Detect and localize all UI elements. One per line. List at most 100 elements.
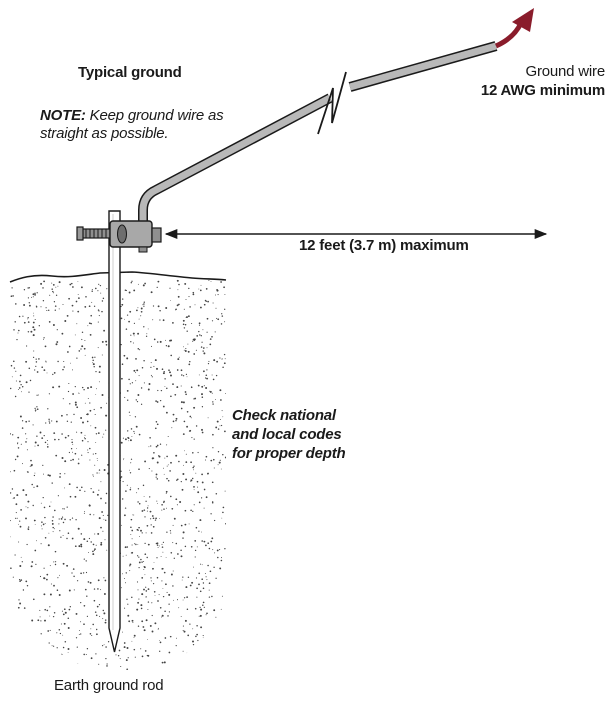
soil-speck — [38, 325, 40, 327]
soil-texture — [10, 279, 226, 670]
soil-speck — [91, 634, 93, 636]
soil-speck — [89, 447, 91, 450]
soil-speck — [78, 630, 80, 632]
soil-speck — [60, 536, 62, 538]
soil-speck — [161, 614, 164, 617]
soil-speck — [151, 515, 154, 517]
soil-speck — [26, 345, 28, 347]
soil-speck — [175, 645, 177, 647]
soil-speck — [14, 640, 16, 643]
soil-speck — [194, 549, 197, 552]
soil-speck — [143, 301, 146, 303]
soil-speck — [106, 402, 108, 404]
soil-speck — [124, 318, 125, 320]
soil-speck — [122, 498, 124, 500]
soil-speck — [98, 517, 101, 520]
soil-speck — [136, 555, 139, 557]
soil-speck — [208, 360, 210, 362]
soil-speck — [172, 322, 174, 324]
soil-speck — [61, 332, 64, 335]
soil-speck — [151, 470, 153, 472]
soil-speck — [106, 665, 108, 667]
soil-speck — [220, 399, 222, 401]
soil-speck — [103, 518, 105, 520]
soil-speck — [27, 526, 30, 528]
soil-speck — [22, 629, 24, 631]
soil-speck — [207, 564, 209, 567]
soil-speck — [68, 483, 71, 485]
soil-speck — [90, 386, 93, 389]
soil-speck — [95, 441, 97, 443]
soil-speck — [192, 628, 194, 630]
soil-speck — [27, 651, 30, 653]
soil-speck — [145, 586, 147, 588]
soil-speck — [75, 300, 78, 303]
soil-speck — [84, 402, 86, 404]
soil-speck — [73, 575, 75, 578]
soil-speck — [132, 332, 135, 335]
soil-speck — [143, 303, 145, 305]
soil-speck — [62, 303, 64, 306]
soil-speck — [159, 641, 162, 644]
soil-speck — [98, 603, 101, 606]
soil-speck — [21, 561, 23, 563]
soil-speck — [168, 369, 170, 372]
soil-speck — [133, 648, 136, 651]
soil-speck — [104, 621, 107, 624]
soil-speck — [137, 332, 140, 335]
soil-speck — [74, 401, 77, 404]
soil-speck — [141, 510, 144, 512]
soil-speck — [27, 317, 29, 319]
soil-speck — [105, 492, 108, 495]
soil-speck — [20, 384, 22, 386]
soil-speck — [26, 543, 28, 546]
soil-speck — [74, 403, 77, 406]
soil-speck — [142, 484, 145, 487]
soil-speck — [26, 667, 28, 670]
soil-speck — [32, 312, 34, 314]
soil-speck — [55, 454, 58, 457]
soil-speck — [205, 496, 208, 499]
soil-speck — [224, 548, 226, 550]
soil-speck — [87, 449, 89, 451]
soil-speck — [23, 607, 26, 609]
soil-speck — [181, 374, 183, 376]
soil-speck — [201, 428, 203, 431]
soil-speck — [207, 472, 209, 475]
soil-speck — [20, 615, 22, 617]
soil-speck — [171, 507, 174, 510]
soil-speck — [170, 395, 172, 398]
soil-speck — [141, 532, 143, 534]
soil-speck — [223, 353, 226, 356]
soil-speck — [165, 307, 168, 309]
soil-speck — [39, 609, 41, 611]
soil-speck — [54, 528, 56, 530]
soil-speck — [47, 630, 50, 632]
soil-speck — [64, 611, 67, 614]
soil-speck — [217, 556, 219, 559]
soil-speck — [48, 420, 50, 422]
soil-speck — [137, 394, 140, 396]
soil-speck — [220, 559, 223, 562]
soil-speck — [13, 329, 15, 331]
soil-speck — [94, 287, 97, 290]
soil-speck — [182, 650, 184, 652]
soil-speck — [169, 371, 171, 374]
soil-speck — [11, 376, 13, 378]
soil-speck — [103, 612, 106, 615]
soil-speck — [30, 565, 33, 568]
soil-speck — [196, 587, 198, 590]
soil-speck — [150, 374, 152, 376]
soil-speck — [214, 399, 216, 401]
soil-speck — [34, 410, 36, 412]
soil-speck — [191, 322, 193, 325]
soil-speck — [170, 552, 173, 554]
soil-speck — [175, 498, 178, 501]
soil-speck — [133, 636, 135, 638]
soil-speck — [102, 436, 104, 438]
soil-speck — [156, 444, 159, 447]
note-text-1: Keep ground wire as — [89, 107, 224, 124]
soil-speck — [224, 308, 226, 310]
soil-speck — [89, 333, 92, 336]
soil-speck — [129, 570, 131, 572]
